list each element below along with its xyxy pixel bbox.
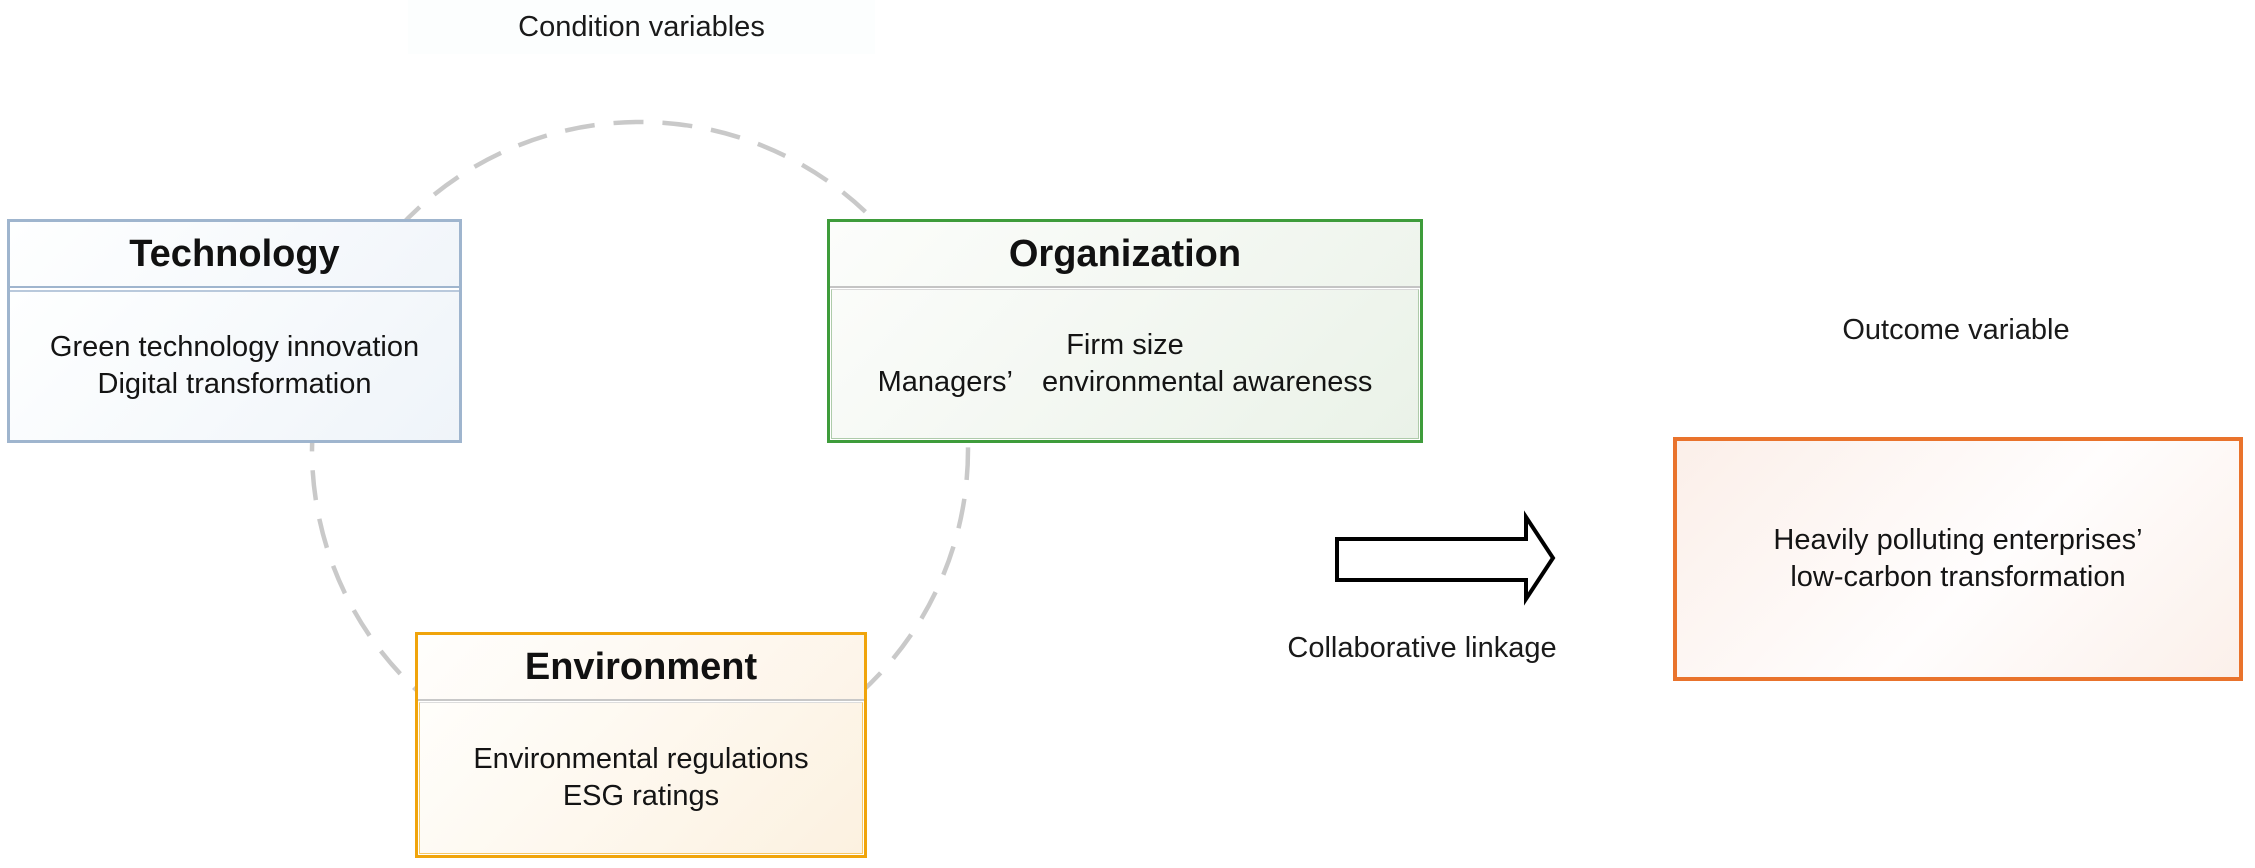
organization-line: Managers’ environmental awareness [877,366,1373,398]
organization-header: Organization [830,222,1420,288]
organization-body: Firm size Managers’ environmental awaren… [831,289,1419,439]
technology-line: Digital transformation [97,368,372,400]
collaborative-linkage-label: Collaborative linkage [1222,626,1622,670]
technology-header: Technology [10,222,459,288]
collaborative-linkage-arrow-icon [1335,510,1556,606]
environment-header: Environment [418,635,864,701]
environment-box: Environment Environmental regulations ES… [415,632,867,858]
outcome-variable-label: Outcome variable [1756,308,2156,352]
environment-line: Environmental regulations [473,743,809,775]
outcome-line: low-carbon transformation [1790,561,2126,593]
environment-line: ESG ratings [562,780,720,812]
condition-variables-label: Condition variables [408,0,875,54]
condition-variables-text: Condition variables [518,10,765,43]
organization-title: Organization [1008,232,1242,275]
technology-title: Technology [129,232,340,275]
organization-box: Organization Firm size Managers’ environ… [827,219,1423,443]
technology-line: Green technology innovation [49,331,420,363]
outcome-box: Heavily polluting enterprises’ low-carbo… [1673,437,2243,681]
outcome-line: Heavily polluting enterprises’ [1773,524,2143,556]
outcome-variable-text: Outcome variable [1842,313,2070,346]
environment-title: Environment [524,645,758,688]
technology-box: Technology Green technology innovation D… [7,219,462,443]
technology-body: Green technology innovation Digital tran… [10,290,459,440]
organization-line: Firm size [1066,329,1184,361]
environment-body: Environmental regulations ESG ratings [419,702,863,854]
collaborative-linkage-text: Collaborative linkage [1287,631,1557,664]
